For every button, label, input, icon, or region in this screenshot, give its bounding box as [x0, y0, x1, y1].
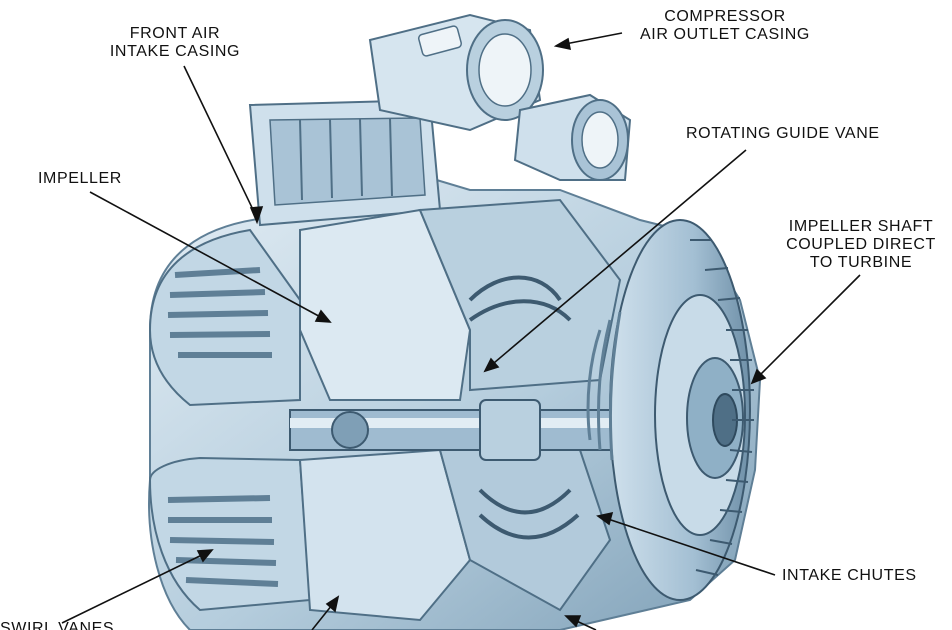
label-line: INTAKE CASING [109, 43, 241, 60]
label-line: IMPELLER SHAFT [788, 218, 934, 235]
rear-disc-bolts [690, 239, 754, 576]
label-swirl-vanes: SWIRL VANES [0, 620, 114, 630]
compressor-outlet-shape [368, 13, 632, 181]
rear-disc-shape [586, 219, 751, 601]
label-line: INTAKE CHUTES [782, 567, 917, 584]
label-line: FRONT AIR [129, 25, 221, 42]
label-intake-chutes: INTAKE CHUTES [782, 567, 917, 585]
label-line: TO TURBINE [809, 254, 913, 271]
label-line: SWIRL VANES [0, 620, 115, 630]
label-line: AIR OUTLET CASING [640, 26, 810, 43]
label-line: ROTATING GUIDE VANE [686, 125, 880, 142]
impeller-shaft-shape [289, 399, 631, 461]
front-intake-casing-shape [248, 98, 442, 227]
leader-lines [61, 32, 861, 630]
lower-swirl-section [148, 456, 312, 612]
label-impeller: IMPELLER [38, 170, 122, 188]
label-line: COUPLED DIRECT [786, 236, 936, 253]
label-rotating-guide-vane: ROTATING GUIDE VANE [686, 125, 880, 143]
impeller-shape [298, 198, 622, 622]
label-line: COMPRESSOR [664, 8, 786, 25]
label-impeller-shaft: IMPELLER SHAFT COUPLED DIRECT TO TURBINE [776, 218, 946, 272]
label-compressor-air-outlet-casing: COMPRESSOR AIR OUTLET CASING [625, 8, 825, 44]
label-line: IMPELLER [38, 170, 122, 187]
upper-swirl-section [148, 228, 301, 407]
label-front-air-intake-casing: FRONT AIR INTAKE CASING [100, 25, 250, 61]
